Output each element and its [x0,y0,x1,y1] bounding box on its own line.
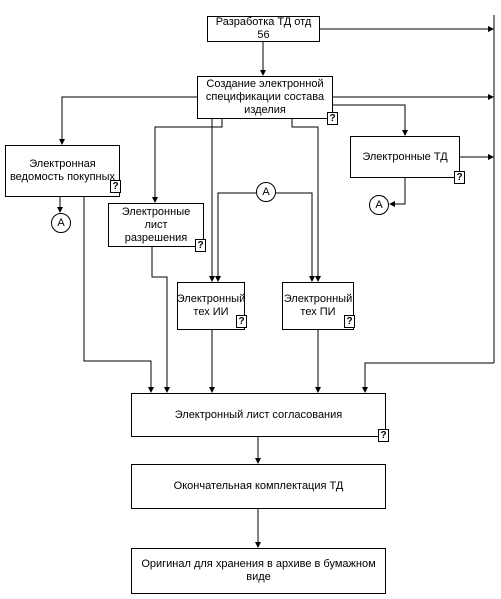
connector-a-left: A [51,213,71,233]
arrow-bus-to-approval [362,362,494,393]
connector-a-top: A [256,182,276,202]
help-icon-etd[interactable]: ? [454,171,465,184]
arrow-spec-to-etd [333,104,408,136]
arrow-a-to-tech-ii [215,192,256,282]
help-icon-purchased[interactable]: ? [110,180,121,193]
arrow-spec-to-purchased [59,96,197,145]
node-purchased: Электронная ведомость покупных [5,145,120,197]
arrow-spec-to-permit [152,119,223,203]
arrow-purchased-to-approval [83,197,154,393]
arrow-permit-to-approval [151,247,170,393]
node-tech-pi: Электронный тех ПИ [282,282,354,330]
node-spec: Создание электронной спецификации состав… [197,76,333,119]
arrow-spec-to-tech-pi [291,119,321,282]
arrow-a-to-tech-pi [276,192,315,282]
node-approval: Электронный лист согласования [131,393,386,437]
help-icon-permit[interactable]: ? [195,239,206,252]
help-icon-approval[interactable]: ? [378,429,389,442]
node-etd: Электронные ТД [350,136,460,178]
help-icon-spec[interactable]: ? [327,112,338,125]
help-icon-tech-pi[interactable]: ? [344,315,355,328]
node-permit: Электронные лист разрешения [108,203,204,247]
node-tech-ii: Электронный тех ИИ [177,282,245,330]
node-dev-td: Разработка ТД отд 56 [207,16,320,42]
arrow-etd-to-a [389,178,406,207]
node-final: Окончательная комплектация ТД [131,464,386,509]
connector-a-right: A [369,195,389,215]
node-archive: Оригинал для хранения в архиве в бумажно… [131,548,386,594]
help-icon-tech-ii[interactable]: ? [236,315,247,328]
